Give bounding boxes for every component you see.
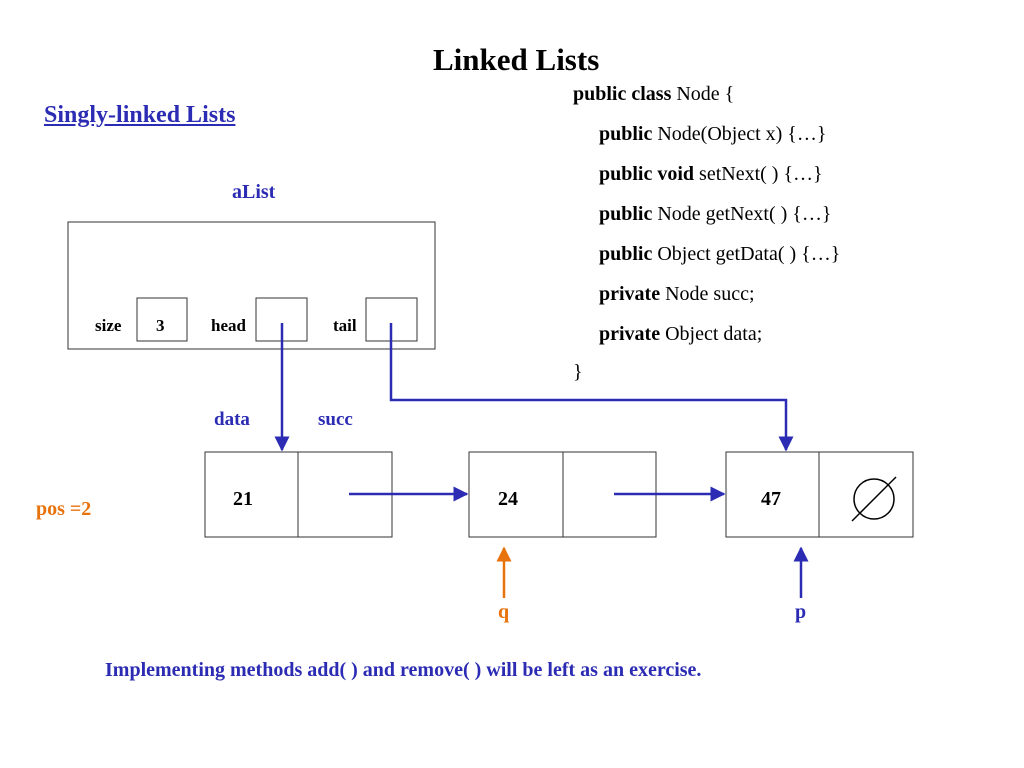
q-label: q	[498, 601, 510, 623]
tail-label: tail	[333, 316, 357, 335]
null-slash	[851, 476, 897, 522]
alist-object-box	[67, 221, 436, 350]
size-value: 3	[156, 316, 165, 335]
size-label: size	[95, 316, 122, 335]
code-line-1: public class Node {	[573, 83, 735, 105]
footer-note: Implementing methods add( ) and remove( …	[105, 659, 702, 681]
code-line-8: }	[573, 361, 583, 383]
page-title: Linked Lists	[433, 42, 600, 77]
succ-field-label: succ	[318, 409, 353, 430]
code-line-3: public void setNext( ) {…}	[599, 163, 823, 185]
section-subtitle: Singly-linked Lists	[44, 102, 236, 128]
tail-pointer-arrow	[389, 323, 794, 452]
p-label: p	[795, 601, 807, 623]
head-label: head	[211, 316, 246, 335]
pos-label: pos =2	[36, 498, 92, 520]
null-circle	[853, 478, 895, 520]
code-line-2: public Node(Object x) {…}	[599, 123, 827, 145]
alist-label: aList	[232, 181, 276, 203]
code-line-6: private Node succ;	[599, 283, 755, 305]
code-line-7: private Object data;	[599, 323, 763, 345]
node-2-data: 24	[498, 488, 518, 510]
size-field-box	[136, 297, 188, 342]
data-field-label: data	[214, 409, 250, 430]
node-3-data: 47	[761, 488, 781, 510]
node-1-data: 21	[233, 488, 253, 510]
code-line-5: public Object getData( ) {…}	[599, 243, 841, 265]
code-line-4: public Node getNext( ) {…}	[599, 203, 832, 225]
